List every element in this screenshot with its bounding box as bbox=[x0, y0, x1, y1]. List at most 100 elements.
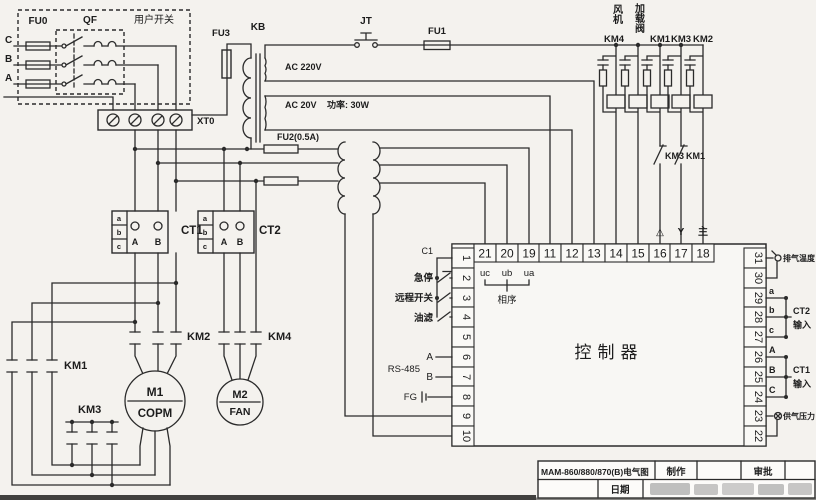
ua-label: ua bbox=[524, 268, 535, 279]
terminal-21: 21 bbox=[478, 247, 492, 261]
terminal-10: 10 bbox=[460, 430, 472, 442]
c1-label: C1 bbox=[421, 246, 433, 256]
exhaust-temp-sensor-icon bbox=[774, 254, 782, 262]
phase-b-label: B bbox=[5, 54, 12, 65]
phase-sense-windings bbox=[337, 141, 530, 437]
nc-km3-label: KM3 bbox=[665, 151, 684, 161]
controller-title: 控制器 bbox=[575, 343, 644, 362]
ct1-in-b: B bbox=[769, 365, 776, 375]
terminal-2: 2 bbox=[460, 275, 472, 281]
watermark-blur bbox=[650, 483, 812, 495]
ct1-term-a: A bbox=[132, 237, 139, 247]
switch-jt: JT bbox=[354, 16, 378, 48]
terminal-5: 5 bbox=[460, 334, 472, 340]
rs485-a-label: A bbox=[426, 352, 433, 363]
relay-km2-label: KM2 bbox=[693, 34, 713, 45]
fuse-fu3 bbox=[221, 49, 232, 79]
date-label: 日期 bbox=[610, 484, 629, 496]
m2-type: FAN bbox=[230, 406, 251, 418]
rs485-label: RS-485 bbox=[388, 364, 420, 375]
ct1-term-b: B bbox=[155, 237, 162, 247]
fuse-2 bbox=[263, 176, 299, 186]
terminal-25: 25 bbox=[752, 371, 764, 383]
terminal-11: 11 bbox=[544, 247, 557, 261]
xt0-terminal-block: XT0 bbox=[97, 109, 214, 131]
controller: 控制器 21 20 19 11 12 13 14 15 16 17 18 1 2… bbox=[451, 243, 767, 447]
relay-bank: 风机 加载阀 KM4 KM1 KM3 KM2 bbox=[597, 2, 713, 245]
user-switch-label: 用户开关 bbox=[134, 13, 174, 26]
km2-contacts-label: KM2 bbox=[187, 331, 210, 343]
ct2-label: CT2 bbox=[259, 225, 281, 237]
controller-left-io: C1 急停 远程开关 油滤 A B RS-485 FG bbox=[388, 246, 453, 403]
controller-left-terminals: 1 2 3 4 5 6 7 8 9 10 bbox=[451, 247, 475, 447]
fan-label: 风机 bbox=[611, 4, 623, 25]
ct2-box: a b c A B CT2 bbox=[197, 210, 281, 254]
supply-pressure-label: 供气压力 bbox=[782, 411, 815, 421]
terminal-20: 20 bbox=[500, 247, 514, 261]
delta-label: △ bbox=[656, 227, 664, 238]
m1-name: M1 bbox=[147, 385, 164, 399]
phase-seq-label: 相序 bbox=[497, 294, 517, 306]
ct1-input-sub: 输入 bbox=[793, 378, 811, 389]
user-switch-section: FU0 QF 用户开关 C B A bbox=[3, 9, 191, 111]
ct2-cell-a: a bbox=[203, 214, 208, 223]
fuse-fu2 bbox=[263, 144, 299, 154]
terminal-18: 18 bbox=[696, 247, 710, 261]
controller-top-terminals: 21 20 19 11 12 13 14 15 16 17 18 bbox=[473, 243, 715, 263]
km3-contacts-label: KM3 bbox=[78, 404, 101, 416]
ct1-box: a b c A B CT1 bbox=[111, 210, 203, 254]
photo-edge bbox=[0, 495, 536, 500]
nc-km1-label: KM1 bbox=[686, 151, 705, 161]
relay-km1-label: KM1 bbox=[650, 34, 671, 45]
maker-label: 制作 bbox=[666, 466, 686, 478]
remote-switch-label: 远程开关 bbox=[395, 292, 434, 304]
terminal-7: 7 bbox=[460, 374, 472, 380]
terminal-15: 15 bbox=[631, 247, 645, 261]
ct2-in-a: a bbox=[769, 286, 775, 296]
relay-km3-label: KM3 bbox=[671, 34, 691, 45]
oil-filter-label: 油滤 bbox=[414, 312, 434, 324]
title-block: MAM-860/880/870(B)电气图 制作 审批 日期 bbox=[537, 460, 816, 499]
ct1-cell-a: a bbox=[117, 214, 122, 223]
terminal-28: 28 bbox=[752, 311, 764, 323]
m1-type: COPM bbox=[138, 408, 173, 420]
ct1-input-title: CT1 bbox=[793, 365, 810, 375]
transformer-kb: FU3 KB AC 220V AC 20V 功率: 30W JT FU1 bbox=[191, 16, 704, 245]
breaker-qf bbox=[61, 33, 177, 89]
fu2-label: FU2(0.5A) bbox=[277, 132, 319, 142]
main-label: 主 bbox=[698, 225, 708, 238]
ct1-in-c: C bbox=[769, 385, 776, 395]
terminal-16: 16 bbox=[653, 247, 667, 261]
phase-c-label: C bbox=[5, 35, 12, 46]
relay-km4-label: KM4 bbox=[604, 34, 625, 45]
exhaust-temp-label: 排气温度 bbox=[783, 253, 816, 263]
ct2-in-c: c bbox=[769, 325, 774, 335]
terminal-13: 13 bbox=[587, 247, 601, 261]
xt0-label: XT0 bbox=[197, 116, 214, 127]
terminal-22: 22 bbox=[752, 430, 764, 442]
qf-label: QF bbox=[83, 15, 97, 26]
m1-circuit: KM2 KM1 KM3 M1 COPM bbox=[6, 252, 210, 488]
drawing-title: MAM-860/880/870(B)电气图 bbox=[541, 467, 649, 477]
ct1-label: CT1 bbox=[181, 225, 203, 237]
terminal-19: 19 bbox=[522, 247, 536, 261]
uc-label: uc bbox=[480, 268, 490, 279]
m2-circuit: KM4 M2 FAN bbox=[216, 252, 292, 426]
ct2-input-sub: 输入 bbox=[793, 319, 811, 330]
terminal-31: 31 bbox=[752, 252, 764, 264]
terminal-27: 27 bbox=[752, 331, 764, 343]
estop-label: 急停 bbox=[414, 272, 434, 284]
km4-contacts-label: KM4 bbox=[268, 331, 292, 343]
terminal-9: 9 bbox=[460, 413, 472, 419]
ac220-label: AC 220V bbox=[285, 62, 322, 72]
ct2-in-b: b bbox=[769, 305, 775, 315]
star-label: Y bbox=[678, 227, 685, 238]
terminal-23: 23 bbox=[752, 410, 764, 422]
fu1-label: FU1 bbox=[428, 26, 447, 37]
fg-label: FG bbox=[404, 392, 417, 403]
approver-label: 审批 bbox=[753, 466, 773, 478]
terminal-1: 1 bbox=[460, 255, 472, 261]
km1-contacts-label: KM1 bbox=[64, 360, 87, 372]
ac20-label: AC 20V bbox=[285, 100, 317, 110]
